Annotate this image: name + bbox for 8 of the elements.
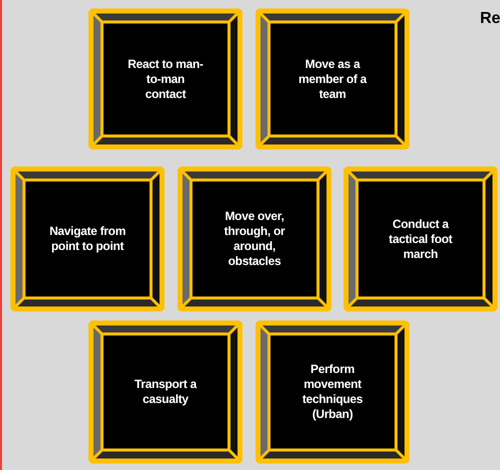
tile-text: React to man-to-man contact	[126, 56, 204, 102]
tile-text: Move as a member of a team	[297, 56, 368, 102]
tile-text: Navigate from point to point	[48, 224, 127, 254]
tile-text: Conduct a tactical foot march	[388, 216, 454, 262]
heading-text: Re	[480, 10, 500, 28]
tile-text: Transport a casualty	[133, 377, 198, 407]
tile-text: Perform movement techniques (Urban)	[301, 362, 364, 422]
tile-text: Move over, through, or around, obstacles	[223, 209, 286, 269]
